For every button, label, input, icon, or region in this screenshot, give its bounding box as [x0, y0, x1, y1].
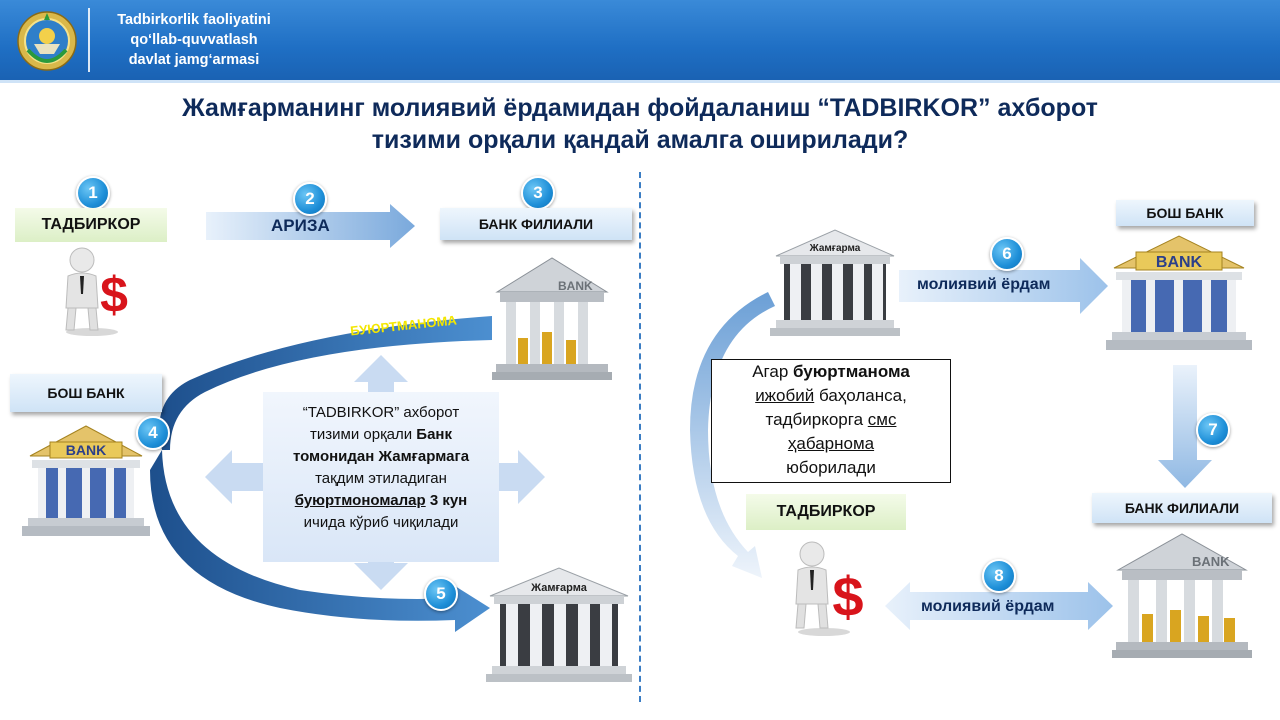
step-badge-3: 3	[521, 176, 555, 210]
title-line-2: тизими орқали қандай амалга оширилади?	[371, 126, 909, 154]
review-info-box	[263, 392, 499, 562]
note-line-4-underlined: ҳабарнома	[787, 434, 875, 453]
bank-branch-label-left: БАНК ФИЛИАЛИ	[440, 208, 632, 240]
bank-sign-right-branch: BANK	[1192, 554, 1230, 569]
info-line-5a: буюртмономалар	[294, 492, 426, 509]
financial-aid-label-bottom: молиявий ёрдам	[921, 598, 1055, 615]
note-line-1b: буюртманома	[793, 362, 910, 381]
info-line-2a: тизими орқали	[310, 426, 417, 443]
sms-notification-box	[711, 359, 951, 483]
review-info-text: “TADBIRKOR” ахборот тизими орқали Банк т…	[258, 402, 504, 534]
step-badge-7: 7	[1196, 413, 1230, 447]
svg-text:$: $	[100, 267, 128, 323]
header-underline	[0, 80, 1280, 83]
step-badge-2: 2	[293, 182, 327, 216]
state-emblem-icon	[17, 11, 77, 71]
fund-sign-right: Жамғарма	[809, 243, 861, 254]
note-line-2a: ижобий	[755, 386, 815, 405]
header-bar	[0, 0, 1280, 80]
bank-sign-left-head: BANK	[66, 442, 106, 458]
step-badge-8: 8	[982, 559, 1016, 593]
entrepreneur-figure-icon-right: $	[795, 541, 864, 636]
note-line-2b: баҳоланса,	[814, 386, 907, 405]
info-line-5: буюртмономалар 3 кун	[258, 490, 504, 512]
bank-branch-label-right: БАНК ФИЛИАЛИ	[1092, 493, 1272, 523]
bank-branch-building-icon: BANK	[492, 257, 612, 380]
financial-aid-label-top: молиявий ёрдам	[917, 276, 1051, 293]
note-line-1: Агар буюртманома	[711, 360, 951, 384]
slide-title: Жамғарманинг молиявий ёрдамидан фойдалан…	[60, 92, 1220, 156]
info-line-2: тизими орқали Банк	[258, 424, 504, 446]
note-line-3b: смс	[867, 410, 897, 429]
fund-building-icon-left: Жамғарма	[486, 567, 632, 682]
info-line-4: тақдим этиладиган	[315, 470, 447, 487]
organization-name: Tadbirkorlik faoliyatini qo‘llab-quvvatl…	[104, 10, 284, 70]
entrepreneur-figure-icon: $	[65, 247, 128, 336]
org-line-3: davlat jamg‘armasi	[128, 52, 260, 68]
bank-branch-building-icon-right: BANK	[1112, 533, 1252, 658]
head-bank-building-icon: BANK	[22, 425, 150, 536]
head-bank-label-right: БОШ БАНК	[1116, 200, 1254, 226]
org-line-1: Tadbirkorlik faoliyatini	[117, 12, 271, 28]
note-line-3a: тадбиркорга	[765, 410, 868, 429]
fund-building-icon-right: Жамғарма	[770, 229, 900, 336]
entrepreneur-label-right: ТАДБИРКОР	[746, 494, 906, 530]
note-line-3: тадбиркорга смс	[711, 408, 951, 432]
info-line-6: ичида кўриб чиқилади	[303, 514, 459, 531]
application-label: АРИЗА	[271, 216, 330, 235]
info-line-1: “TADBIRKOR” ахборот	[302, 404, 460, 421]
svg-text:$: $	[832, 565, 863, 628]
note-line-4: ҳабарнома	[711, 432, 951, 456]
info-line-3: томонидан Жамғармага	[258, 446, 504, 468]
org-line-2: qo‘llab-quvvatlash	[130, 32, 258, 48]
section-divider	[639, 172, 641, 702]
header-separator	[88, 8, 90, 72]
bank-sign-left: BANK	[558, 279, 593, 293]
step-badge-1: 1	[76, 176, 110, 210]
step-badge-6: 6	[990, 237, 1024, 271]
step-badge-4: 4	[136, 416, 170, 450]
entrepreneur-label-left: ТАДБИРКОР	[15, 208, 167, 242]
info-line-3-bold: томонидан Жамғармага	[292, 448, 470, 465]
head-bank-label-left: БОШ БАНК	[10, 374, 162, 412]
note-line-5: юборилади	[786, 458, 876, 477]
note-line-1a: Агар	[752, 362, 794, 381]
step-badge-5: 5	[424, 577, 458, 611]
info-line-2b: Банк	[416, 426, 452, 443]
bank-sign-right: BANK	[1156, 254, 1203, 271]
fund-sign-left: Жамғарма	[530, 582, 588, 594]
note-line-2: ижобий баҳоланса,	[711, 384, 951, 408]
sms-notification-text: Агар буюртманома ижобий баҳоланса, тадби…	[711, 360, 951, 480]
info-line-5b: 3 кун	[425, 492, 468, 509]
title-line-1: Жамғарманинг молиявий ёрдамидан фойдалан…	[182, 94, 1098, 122]
head-bank-building-icon-right: BANK	[1106, 235, 1252, 350]
